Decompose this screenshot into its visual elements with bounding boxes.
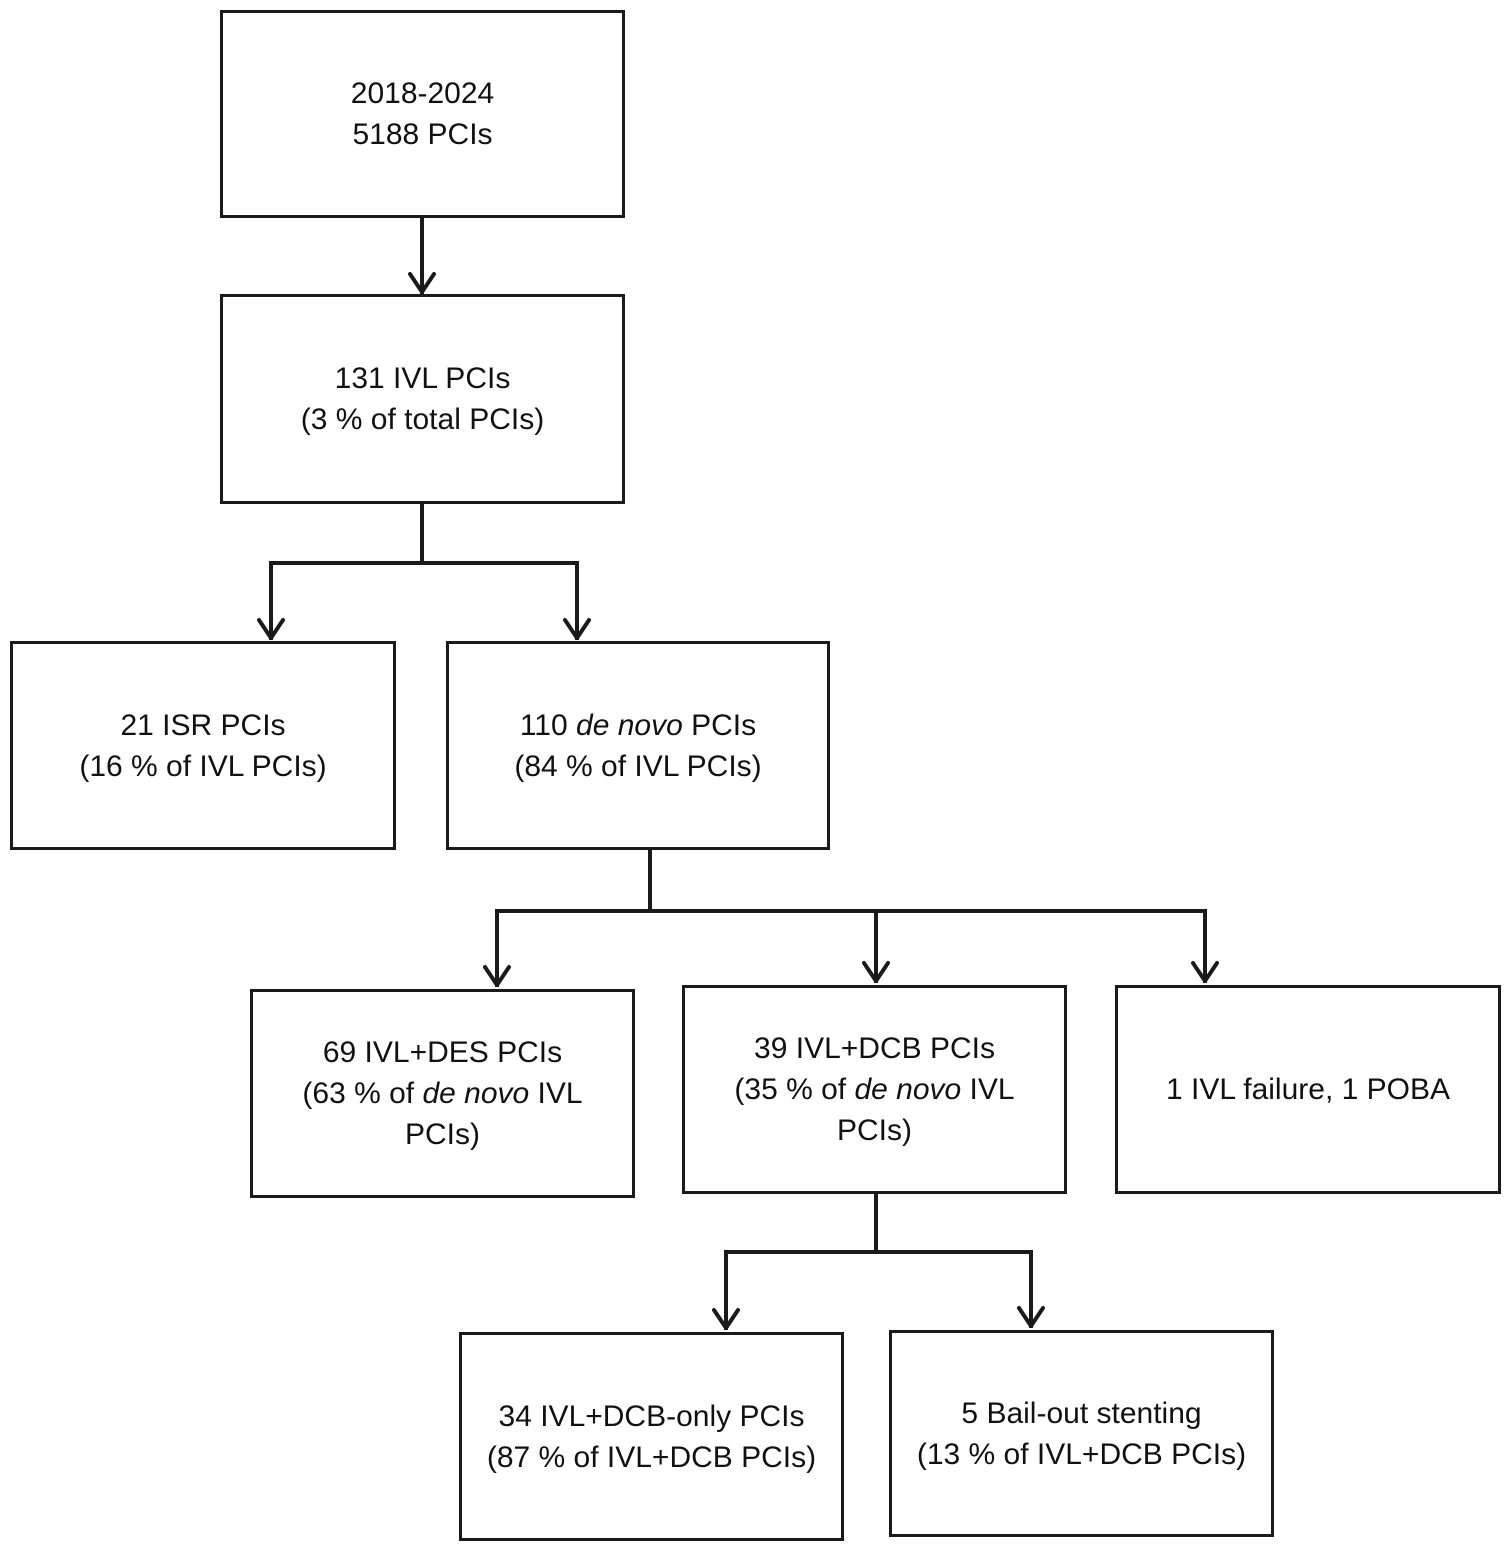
arrowhead-isr [257,618,285,640]
node-dcb-percent-cont: PCIs) [837,1114,912,1147]
node-bailout-count: 5 Bail-out stenting [961,1396,1202,1430]
node-dcb-count: 39 IVL+DCB PCIs [754,1032,995,1065]
arrowhead-des [483,965,511,987]
dcb-denovo-italic: de novo [854,1073,962,1106]
arrowhead-bailout [1017,1306,1045,1328]
node-dcb-percent: (35 % of de novo IVL [734,1073,1015,1106]
node-isr-count: 21 ISR PCIs [120,708,286,742]
node-des-percent: (63 % of de novo IVL [302,1077,583,1110]
denovo-italic: de novo [576,708,683,742]
arrowhead-dcb [862,961,890,983]
node-denovo-pcis: 110 de novo PCIs (84 % of IVL PCIs) [446,641,830,850]
node-total-pcis: 2018-2024 5188 PCIs [220,10,625,218]
node-failure-text: 1 IVL failure, 1 POBA [1165,1073,1451,1106]
node-des-count: 69 IVL+DES PCIs [322,1036,563,1069]
node-denovo-count: 110 de novo PCIs [519,708,757,742]
node-ivl-count: 131 IVL PCIs [334,362,511,395]
node-ivl-dcb-pcis: 39 IVL+DCB PCIs (35 % of de novo IVL PCI… [682,985,1067,1194]
node-isr-pcis: 21 ISR PCIs (16 % of IVL PCIs) [10,641,396,850]
node-bailout-percent: (13 % of IVL+DCB PCIs) [916,1437,1247,1471]
des-denovo-italic: de novo [422,1077,530,1110]
node-total-year-range: 2018-2024 [350,77,495,110]
node-total-count: 5188 PCIs [352,118,493,151]
node-des-percent-cont: PCIs) [405,1118,480,1151]
arrowhead-dcb-only [712,1308,740,1330]
node-bailout-stenting: 5 Bail-out stenting (13 % of IVL+DCB PCI… [889,1330,1274,1537]
node-denovo-percent: (84 % of IVL PCIs) [514,749,762,783]
node-ivl-dcb-only-pcis: 34 IVL+DCB-only PCIs (87 % of IVL+DCB PC… [459,1332,844,1541]
node-isr-percent: (16 % of IVL PCIs) [79,749,327,783]
arrowhead-ivl [408,272,436,294]
node-ivl-des-pcis: 69 IVL+DES PCIs (63 % of de novo IVL PCI… [250,989,635,1198]
node-ivl-percent: (3 % of total PCIs) [300,403,545,436]
arrowhead-denovo [563,618,591,640]
arrowhead-failure [1191,961,1219,983]
node-ivl-failure: 1 IVL failure, 1 POBA [1115,985,1501,1194]
node-dcb-only-percent: (87 % of IVL+DCB PCIs) [486,1440,817,1474]
node-dcb-only-count: 34 IVL+DCB-only PCIs [498,1399,805,1433]
node-ivl-pcis: 131 IVL PCIs (3 % of total PCIs) [220,294,625,504]
